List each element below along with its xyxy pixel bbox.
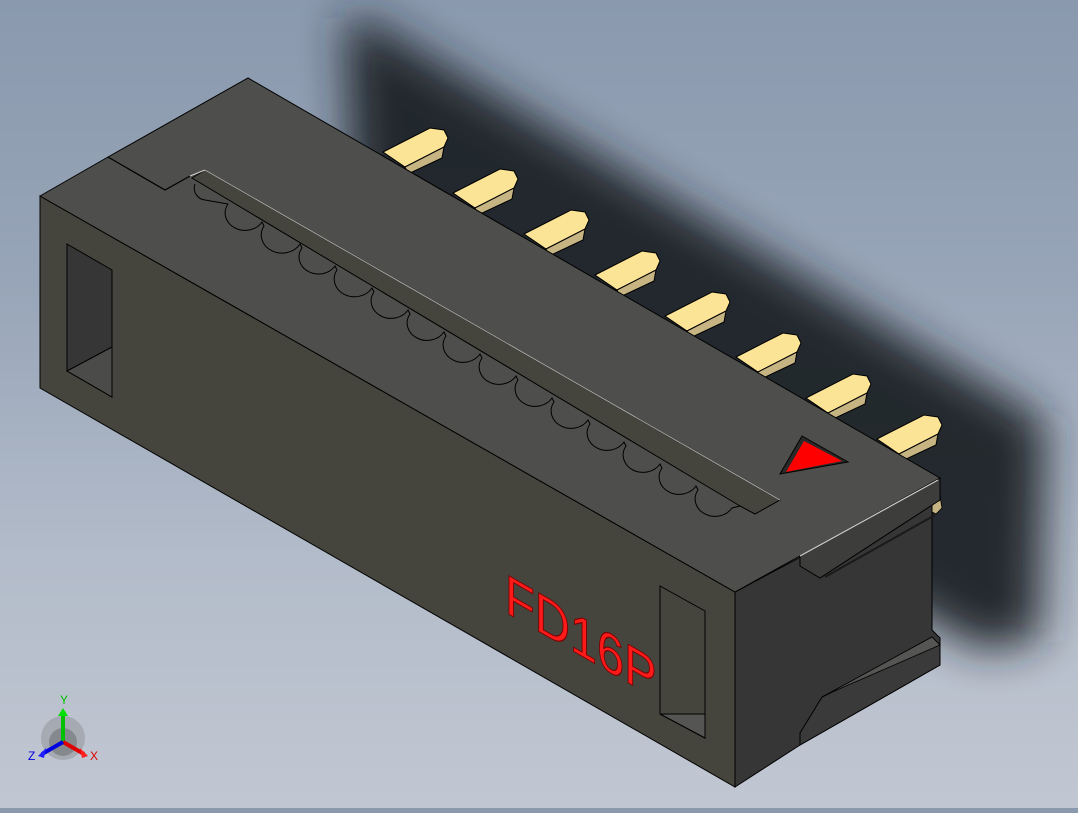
pin xyxy=(664,291,731,339)
pin xyxy=(594,250,661,298)
pin xyxy=(876,414,943,462)
z-axis-icon: Z xyxy=(28,740,64,763)
right-latch-window xyxy=(659,585,706,739)
pin xyxy=(452,168,519,216)
x-axis-icon: X xyxy=(62,740,98,763)
cable-slot xyxy=(189,169,782,517)
svg-text:Y: Y xyxy=(60,693,68,707)
y-axis-icon: Y xyxy=(58,693,68,742)
left-latch-window xyxy=(65,243,113,398)
orientation-triad[interactable]: Y X Z xyxy=(20,690,120,770)
svg-text:Z: Z xyxy=(28,749,35,763)
pin1-marker-icon xyxy=(779,435,850,475)
pin xyxy=(382,127,449,175)
svg-text:X: X xyxy=(90,749,98,763)
pins xyxy=(382,127,943,515)
connector-body[interactable]: FD16P xyxy=(38,77,941,788)
